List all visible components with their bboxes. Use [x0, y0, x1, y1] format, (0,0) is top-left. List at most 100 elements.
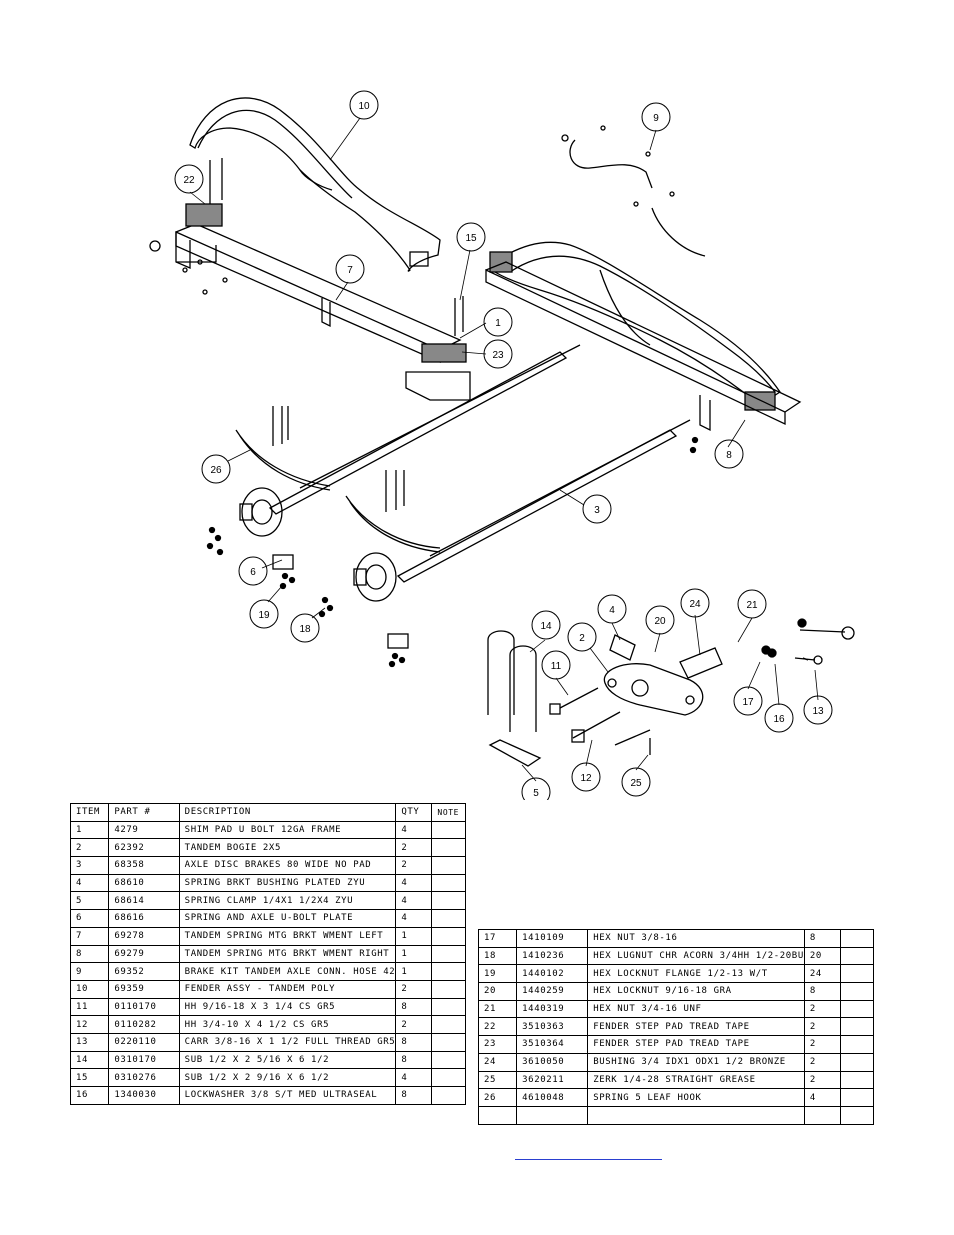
callout-16: 16	[773, 714, 785, 725]
cell-part: 3510363	[516, 1017, 589, 1037]
callout-9: 9	[653, 113, 659, 124]
cell-part: 0310276	[108, 1068, 180, 1087]
cell-description: HH 9/16-18 X 3 1/4 CS GR5	[178, 997, 397, 1017]
cell-qty	[803, 1105, 842, 1125]
callout-8: 8	[726, 450, 732, 461]
cell-note	[840, 1017, 874, 1037]
exploded-assembly-diagram: 10 22 7 15 1 23 9 26 8 3 6 19 18 14 4 20…	[149, 90, 855, 800]
callout-15: 15	[465, 233, 477, 244]
cell-qty: 2	[395, 1015, 433, 1034]
cell-note	[840, 1052, 874, 1072]
cell-description: TANDEM BOGIE 2X5	[178, 838, 397, 858]
cell-description: LOCKWASHER 3/8 S/T MED ULTRASEAL	[178, 1086, 397, 1105]
callout-20: 20	[654, 616, 666, 627]
cell-part: 1410236	[516, 946, 589, 966]
cell-description: HEX NUT 3/4-16 UNF	[587, 999, 805, 1019]
cell-part: 1440319	[516, 999, 589, 1019]
cell-qty: 2	[803, 1035, 842, 1054]
cell-description: HH 3/4-10 X 4 1/2 CS GR5	[178, 1015, 397, 1034]
table-row	[477, 1105, 874, 1125]
cell-qty: 8	[395, 997, 433, 1017]
cell-qty: 8	[803, 929, 842, 948]
cell-note	[840, 964, 874, 984]
cell-note	[840, 1035, 874, 1054]
cell-item: 4	[69, 873, 110, 893]
cell-note	[840, 1088, 874, 1107]
cell-description: HEX NUT 3/8-16	[587, 929, 805, 948]
cell-description	[587, 1105, 805, 1125]
cell-note	[431, 1068, 466, 1087]
footer-link[interactable]	[515, 1159, 662, 1160]
cell-item: 10	[69, 979, 110, 999]
header-note: NOTE	[431, 803, 466, 822]
cell-qty: 2	[803, 1052, 842, 1072]
callout-24: 24	[689, 599, 701, 610]
cell-description: CARR 3/8-16 X 1 1/2 FULL THREAD GR5	[178, 1032, 397, 1052]
frame-rail-left	[149, 158, 471, 401]
cell-note	[431, 838, 466, 858]
cell-note	[840, 929, 874, 948]
header-description: DESCRIPTION	[178, 803, 397, 822]
cell-item: 1	[69, 820, 110, 840]
callout-23: 23	[492, 350, 504, 361]
callout-balloons	[174, 90, 833, 800]
cell-description: SPRING AND AXLE U-BOLT PLATE	[178, 909, 397, 928]
cell-description: TANDEM SPRING MTG BRKT WMENT RIGHT	[178, 944, 397, 964]
cell-part: 1440102	[516, 964, 589, 984]
cell-item: 26	[477, 1088, 518, 1107]
cell-note	[431, 1015, 466, 1034]
cell-part: 3510364	[516, 1035, 589, 1054]
cell-part	[516, 1105, 589, 1125]
cell-note	[431, 1050, 466, 1070]
cell-description: HEX LOCKNUT FLANGE 1/2-13 W/T	[587, 964, 805, 984]
loose-hardware	[206, 436, 699, 668]
cell-item: 15	[69, 1068, 110, 1087]
cell-part: 3610050	[516, 1052, 589, 1072]
cell-item: 12	[69, 1015, 110, 1034]
leaf-springs	[235, 406, 441, 553]
cell-qty: 24	[803, 964, 842, 984]
u-bolt-plate-upper	[272, 554, 294, 570]
cell-qty: 4	[803, 1088, 842, 1107]
cell-part: 68358	[108, 856, 180, 875]
cell-qty: 8	[395, 1050, 433, 1070]
header-qty: QTY	[395, 803, 433, 822]
cell-description: BRAKE KIT TANDEM AXLE CONN. HOSE 42	[178, 962, 397, 981]
cell-item: 24	[477, 1052, 518, 1072]
cell-note	[840, 999, 874, 1019]
cell-description: SUB 1/2 X 2 5/16 X 6 1/2	[178, 1050, 397, 1070]
cell-note	[431, 1032, 466, 1052]
cell-part: 1410109	[516, 929, 589, 948]
callout-22: 22	[183, 175, 195, 186]
cell-qty: 8	[395, 1086, 433, 1105]
cell-note	[431, 856, 466, 875]
fender-left	[189, 97, 441, 272]
cell-note	[840, 1070, 874, 1090]
callout-5: 5	[533, 788, 539, 799]
cell-part: 68614	[108, 891, 180, 911]
header-part: PART #	[108, 803, 180, 822]
cell-note	[431, 979, 466, 999]
callout-13: 13	[812, 706, 824, 717]
cell-qty: 1	[395, 926, 433, 946]
axles	[268, 344, 691, 583]
cell-qty: 8	[803, 982, 842, 1001]
cell-part: 69352	[108, 962, 180, 981]
cell-description: BUSHING 3/4 IDX1 ODX1 1/2 BRONZE	[587, 1052, 805, 1072]
u-bolt-detail	[487, 630, 542, 767]
